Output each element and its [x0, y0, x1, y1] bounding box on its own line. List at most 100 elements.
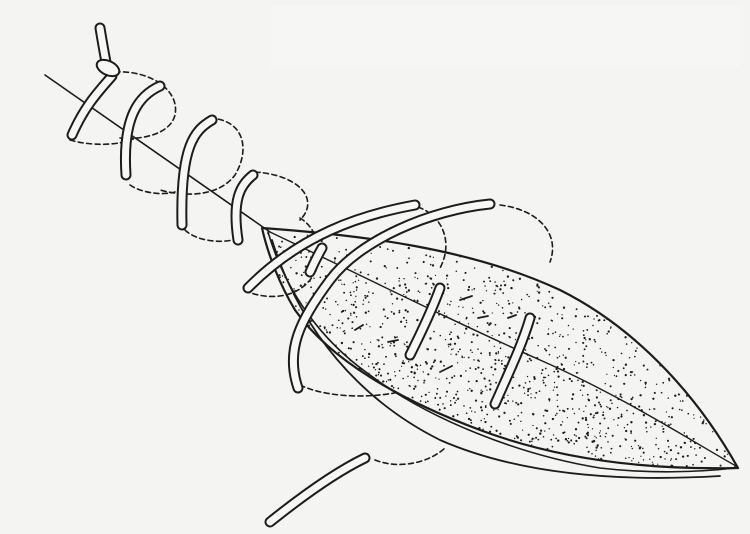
stipple-dot	[308, 325, 310, 327]
stipple-dot	[585, 405, 586, 406]
stipple-dot	[449, 382, 451, 384]
stipple-dot	[500, 285, 502, 287]
stipple-dot	[356, 289, 358, 291]
stipple-dot	[625, 430, 627, 432]
stipple-dot	[421, 396, 423, 398]
stipple-dot	[655, 444, 657, 446]
stipple-dot	[407, 397, 409, 399]
stipple-dot	[591, 441, 593, 443]
stipple-dot	[630, 398, 632, 400]
stipple-dot	[544, 422, 546, 424]
stipple-dot	[679, 409, 681, 411]
stipple-dot	[319, 276, 321, 278]
stipple-dot	[502, 292, 504, 294]
stipple-dot	[639, 447, 641, 449]
stipple-dot	[490, 383, 492, 385]
stipple-dot	[468, 326, 470, 328]
stipple-dot	[568, 438, 569, 439]
stipple-dot	[353, 291, 354, 292]
stipple-dot	[703, 419, 704, 420]
stipple-dot	[382, 323, 383, 324]
stipple-dot	[398, 280, 399, 281]
stipple-dot	[351, 327, 353, 329]
stipple-dot	[668, 378, 670, 380]
stipple-dot	[521, 412, 523, 414]
stipple-dot	[391, 293, 393, 295]
stipple-dot	[595, 446, 597, 448]
stipple-dot	[338, 319, 340, 321]
stipple-dot	[625, 439, 627, 441]
stipple-dot	[498, 352, 499, 353]
stipple-dot	[451, 332, 452, 333]
stipple-dot	[482, 368, 484, 370]
stipple-dot	[489, 352, 491, 354]
stipple-dot	[337, 327, 339, 329]
stipple-dot	[551, 297, 553, 299]
stipple-dot	[631, 342, 632, 343]
stipple-dot	[423, 371, 424, 372]
stipple-dot	[345, 310, 347, 312]
stipple-dot	[515, 332, 517, 334]
stipple-dot	[654, 392, 656, 394]
stipple-dot	[606, 406, 607, 407]
stipple-dot	[511, 312, 513, 314]
stipple-dot	[526, 294, 528, 296]
stipple-dot	[527, 360, 529, 362]
stipple-dot	[686, 395, 688, 397]
stipple-dot	[594, 339, 596, 341]
stipple-dot	[573, 443, 575, 445]
stipple-dot	[512, 302, 513, 303]
stipple-dot	[577, 379, 579, 381]
stipple-dot	[392, 250, 394, 252]
stipple-dot	[549, 354, 551, 356]
stipple-dot	[544, 306, 546, 308]
stipple-dot	[630, 371, 632, 373]
stipple-dot	[630, 403, 632, 405]
stipple-dot	[457, 362, 458, 363]
stipple-dot	[489, 431, 491, 433]
stipple-dot	[575, 361, 576, 362]
stipple-dot	[671, 416, 673, 418]
stipple-dot	[553, 434, 554, 435]
stipple-dot	[549, 306, 551, 308]
stipple-dot	[372, 292, 374, 294]
stipple-dot	[457, 398, 459, 400]
stipple-dot	[334, 257, 335, 258]
stipple-dot	[503, 332, 505, 334]
stipple-dot	[490, 433, 492, 435]
stipple-dot	[489, 354, 491, 356]
stipple-dot	[532, 413, 534, 415]
stipple-dot	[596, 315, 598, 317]
stipple-dot	[410, 386, 411, 387]
stipple-dot	[582, 417, 584, 419]
stipple-dot	[480, 390, 481, 391]
stipple-dot	[380, 375, 382, 377]
stipple-dot	[355, 275, 357, 277]
stipple-dot	[361, 363, 363, 365]
stipple-dot	[447, 287, 449, 289]
stipple-dot	[537, 345, 539, 347]
stipple-dot	[395, 355, 397, 357]
stipple-dot	[495, 430, 497, 432]
stipple-dot	[630, 430, 632, 432]
stipple-dot	[386, 267, 387, 268]
stipple-dot	[344, 332, 346, 334]
stipple-dot	[346, 300, 348, 302]
stipple-dot	[439, 409, 441, 411]
stipple-dot	[450, 400, 451, 401]
stipple-dot	[429, 277, 431, 279]
stipple-dot	[567, 408, 569, 410]
stipple-dot	[512, 400, 513, 401]
stipple-dot	[342, 322, 344, 324]
suture-segment-core	[270, 458, 365, 522]
stipple-dot	[645, 387, 647, 389]
stipple-dot	[490, 366, 492, 368]
stipple-dot	[290, 267, 292, 269]
stipple-dot	[640, 456, 641, 457]
stipple-dot	[482, 310, 484, 312]
stipple-dot	[557, 406, 559, 408]
stipple-dot	[394, 371, 395, 372]
stipple-dot	[554, 382, 555, 383]
stipple-dot	[378, 372, 380, 374]
stipple-dot	[606, 318, 608, 320]
